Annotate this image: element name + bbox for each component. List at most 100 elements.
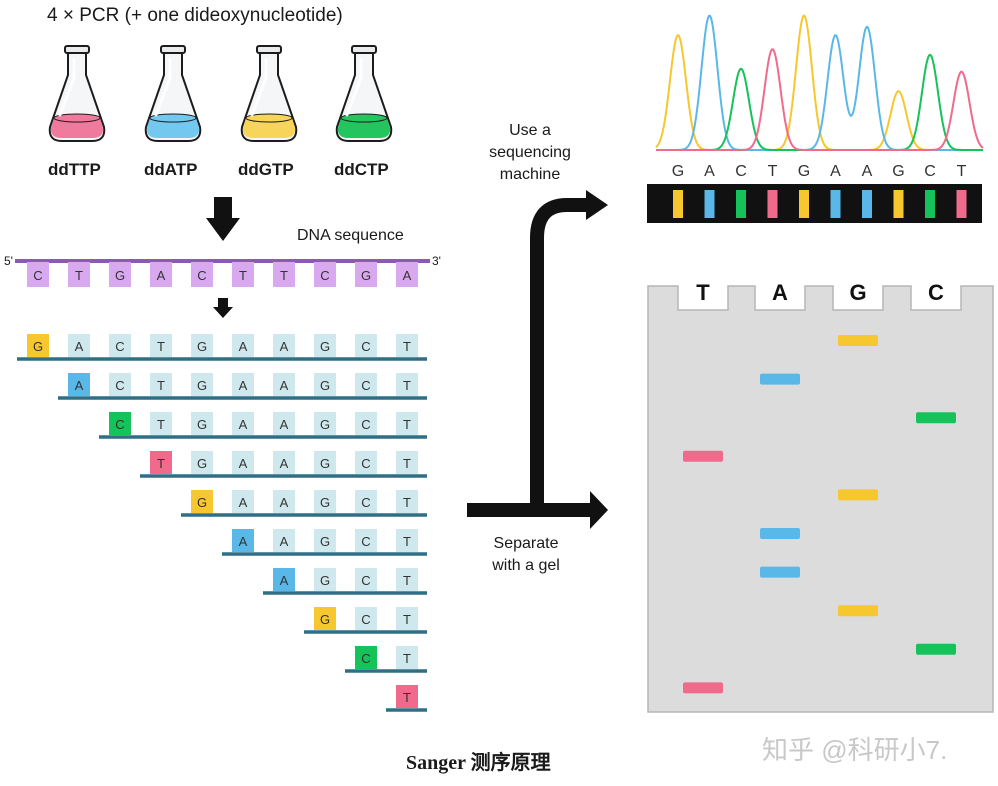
fragment-base-cell — [273, 451, 295, 474]
template-base-cell — [109, 262, 131, 287]
fragment-base-letter: A — [239, 417, 248, 432]
fragment-base-cell — [314, 490, 336, 513]
fragment-base-cell — [396, 529, 418, 552]
fragment-base-letter: A — [239, 456, 248, 471]
fragment-base-letter: T — [157, 456, 165, 471]
flask-highlight-ddgtp — [250, 58, 268, 117]
fragment-base-cell — [314, 607, 336, 630]
flask-label-ddatp: ddATP — [144, 160, 198, 179]
fragment-base-cell — [355, 646, 377, 669]
fragment-base-letter: T — [403, 495, 411, 510]
read-bar-segment — [956, 190, 967, 218]
fragment-base-cell — [314, 334, 336, 357]
fragment-base-cell — [232, 490, 254, 513]
gel-band — [838, 605, 878, 617]
fragment-base-cell — [232, 334, 254, 357]
five-prime-label: 5' — [4, 254, 13, 268]
fragment-base-cell — [396, 646, 418, 669]
fragment-base-letter: C — [361, 651, 370, 666]
fragment-base-cell — [191, 451, 213, 474]
fragment-base-cell — [314, 412, 336, 435]
gel-band — [760, 566, 800, 578]
gel-step-label: Separate with a gel — [466, 533, 586, 577]
read-bar-segment — [736, 190, 746, 218]
gel-lane-label: A — [772, 280, 788, 305]
fragment-base-cell — [355, 334, 377, 357]
base-call-letter: C — [735, 163, 747, 180]
fragment-base-letter: T — [403, 573, 411, 588]
fragment-base-letter: G — [320, 534, 330, 549]
fragment-base-letter: G — [320, 612, 330, 627]
template-base-letter: A — [157, 268, 166, 283]
fragment-base-cell — [150, 334, 172, 357]
fragment-base-letter: C — [361, 378, 370, 393]
fragment-base-cell — [355, 451, 377, 474]
fragment-base-letter: A — [239, 378, 248, 393]
fragment-base-letter: A — [280, 573, 289, 588]
fragment-base-letter: G — [320, 339, 330, 354]
arrow-group — [206, 190, 608, 529]
gel-slab — [647, 285, 994, 713]
read-bar-segment — [862, 190, 872, 218]
fragment-base-letter: G — [197, 339, 207, 354]
fragment-base-letter: C — [361, 495, 370, 510]
read-color-bar — [647, 184, 982, 223]
fragment-base-letter: G — [320, 456, 330, 471]
fragment-base-cell — [68, 373, 90, 396]
read-bar-segment — [925, 190, 935, 218]
fragment-base-letter: T — [157, 339, 165, 354]
fragment-base-cell — [150, 451, 172, 474]
fragment-base-cell — [191, 373, 213, 396]
fragment-base-letter: C — [361, 534, 370, 549]
fragment-base-cell — [273, 373, 295, 396]
fragment-base-letter: G — [320, 495, 330, 510]
flask-label-ddctp: ddCTP — [334, 160, 389, 179]
figure-caption: Sanger 测序原理 — [406, 752, 551, 774]
fragment-base-letter: C — [115, 339, 124, 354]
fragment-base-letter: T — [403, 378, 411, 393]
fragment-base-letter: A — [280, 417, 289, 432]
trace-t — [656, 48, 984, 151]
fragment-base-letter: A — [239, 339, 248, 354]
dna-sequence-label: DNA sequence — [297, 227, 404, 244]
fragment-base-cell — [314, 451, 336, 474]
fragment-base-cell — [191, 334, 213, 357]
sequencing-step-line-3: machine — [499, 166, 561, 183]
fragment-base-cell — [273, 490, 295, 513]
flask-rim-ddctp — [351, 45, 377, 54]
fragment-base-cell — [355, 490, 377, 513]
fragment-base-letter: C — [115, 378, 124, 393]
fragment-base-letter: C — [361, 573, 370, 588]
fragment-base-letter: G — [320, 378, 330, 393]
fragment-base-letter: G — [320, 573, 330, 588]
gel-step-line-2: with a gel — [492, 557, 560, 574]
base-call-letter: T — [957, 163, 967, 180]
flask-highlight-ddatp — [154, 58, 172, 117]
template-base-letter: G — [115, 268, 125, 283]
fragment-base-cell — [232, 451, 254, 474]
fragment-base-cell — [396, 373, 418, 396]
gel-band — [760, 373, 800, 385]
flask-liquid-surface-ddatp — [149, 113, 197, 123]
fragment-base-cell — [396, 607, 418, 630]
read-bar-segment — [893, 190, 904, 218]
fragment-base-cell — [109, 412, 131, 435]
fragment-base-letter: T — [157, 378, 165, 393]
template-base-cell — [68, 262, 90, 287]
fragment-base-letter: A — [280, 456, 289, 471]
base-call-letter: A — [830, 163, 841, 180]
gel-band — [916, 412, 956, 424]
base-call-letter: G — [672, 163, 684, 180]
fragment-base-letter: A — [239, 534, 248, 549]
fragment-base-cell — [273, 568, 295, 591]
fragment-base-cell — [355, 607, 377, 630]
fragment-base-letter: T — [403, 339, 411, 354]
template-base-letter: G — [361, 268, 371, 283]
flask-label-ddttp: ddTTP — [48, 160, 101, 179]
flask-highlight-ddctp — [345, 58, 363, 117]
fragment-base-cell — [396, 412, 418, 435]
